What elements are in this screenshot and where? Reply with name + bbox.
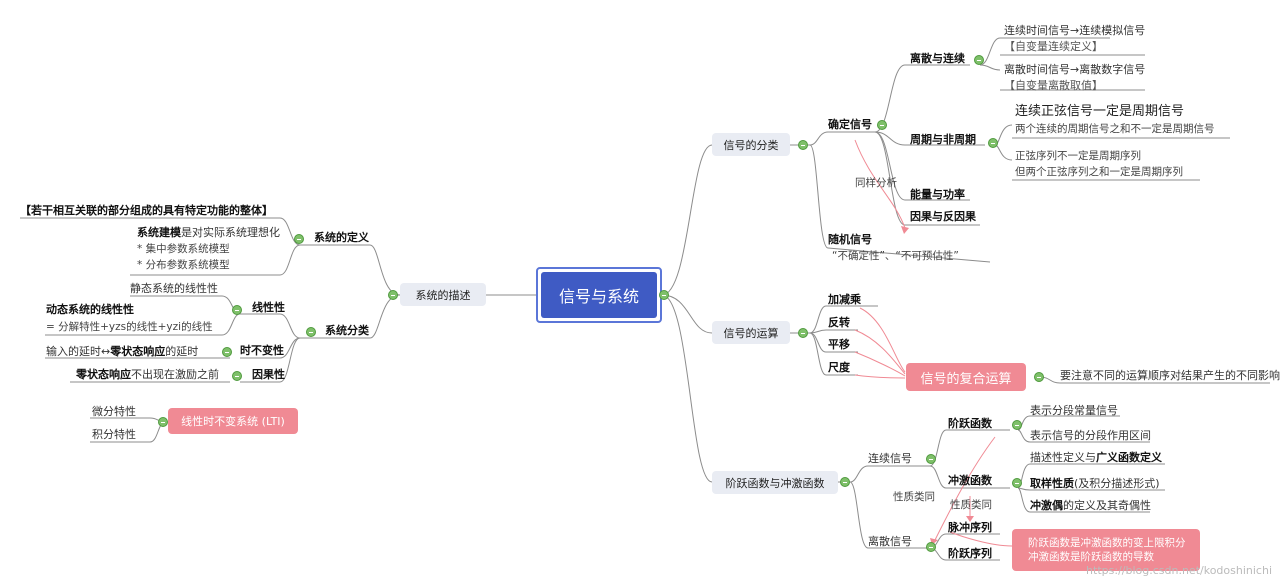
text-modeling-a: 系统建模 <box>137 226 181 239</box>
node-system-classification[interactable]: 系统分类 <box>325 324 369 337</box>
text-ti-a: 输入的延时↔ <box>46 345 111 358</box>
branch-signal-operations[interactable]: 信号的运算 <box>712 321 790 344</box>
node-deterministic-signal[interactable]: 确定信号 <box>828 118 872 131</box>
text-impulse-1: 描述性定义与广义函数定义 <box>1030 451 1162 465</box>
collapse-toggle-icon[interactable] <box>659 290 669 300</box>
note-line-1: 阶跃函数是冲激函数的变上限积分 <box>1028 537 1186 549</box>
watermark: https://blog.csdn.net/kodoshinichi <box>1086 564 1272 577</box>
collapse-toggle-icon[interactable] <box>974 55 984 65</box>
text-time-invariance-note: 输入的延时↔零状态响应的延时 <box>46 345 198 359</box>
text-continuous-var: 【自变量连续定义】 <box>1004 40 1103 53</box>
note-step-impulse-relation: 阶跃函数是冲激函数的变上限积分 冲激函数是阶跃函数的导数 <box>1012 529 1200 571</box>
text-periodic-2a: 正弦序列不一定是周期序列 <box>1015 150 1141 162</box>
node-pulse-sequence[interactable]: 脉冲序列 <box>948 521 992 534</box>
node-step-sequence[interactable]: 阶跃序列 <box>948 547 992 560</box>
note-line-2: 冲激函数是阶跃函数的导数 <box>1028 551 1154 563</box>
node-step-function[interactable]: 阶跃函数 <box>948 417 992 430</box>
text-static-linearity: 静态系统的线性性 <box>130 282 218 295</box>
collapse-toggle-icon[interactable] <box>388 290 398 300</box>
text-lumped-model: * 集中参数系统模型 <box>137 243 230 255</box>
node-system-definition[interactable]: 系统的定义 <box>314 231 369 244</box>
node-op-shift[interactable]: 平移 <box>828 338 850 351</box>
collapse-toggle-icon[interactable] <box>1012 420 1022 430</box>
node-causal[interactable]: 因果与反因果 <box>910 210 976 223</box>
node-causality[interactable]: 因果性 <box>252 368 285 381</box>
text-step-1: 表示分段常量信号 <box>1030 404 1118 417</box>
node-lti-system[interactable]: 线性时不变系统 (LTI) <box>168 408 298 434</box>
text-causality-note: 零状态响应不出现在激励之前 <box>76 368 219 382</box>
text-impulse-2a: 取样性质 <box>1030 477 1074 490</box>
node-random-signal[interactable]: 随机信号 <box>828 233 872 246</box>
text-impulse-1a: 描述性定义与 <box>1030 451 1096 464</box>
text-periodic-2b: 但两个正弦序列之和一定是周期序列 <box>1015 166 1183 178</box>
text-distributed-model: * 分布参数系统模型 <box>137 259 230 271</box>
node-periodic[interactable]: 周期与非周期 <box>910 133 976 146</box>
collapse-toggle-icon[interactable] <box>840 477 850 487</box>
text-dynamic-note: = 分解特性+yzs的线性+yzi的线性 <box>46 321 213 333</box>
branch-step-impulse[interactable]: 阶跃函数与冲激函数 <box>712 471 838 494</box>
text-integral: 积分特性 <box>92 428 136 441</box>
node-discrete-continuous[interactable]: 离散与连续 <box>910 52 965 65</box>
text-composite-note: 要注意不同的运算顺序对结果产生的不同影响 <box>1060 369 1280 382</box>
node-impulse-function[interactable]: 冲激函数 <box>948 474 992 487</box>
collapse-toggle-icon[interactable] <box>1012 478 1022 488</box>
relation-similar-1: 性质类同 <box>893 491 935 503</box>
text-causality-b: 不出现在激励之前 <box>131 368 219 381</box>
collapse-toggle-icon[interactable] <box>798 140 808 150</box>
node-op-add[interactable]: 加减乘 <box>828 293 861 306</box>
text-impulse-2b: (及积分描述形式) <box>1074 477 1160 490</box>
text-periodic-1b: 两个连续的周期信号之和不一定是周期信号 <box>1015 123 1215 135</box>
text-impulse-3a: 冲激偶 <box>1030 499 1063 512</box>
collapse-toggle-icon[interactable] <box>926 454 936 464</box>
collapse-toggle-icon[interactable] <box>232 371 242 381</box>
collapse-toggle-icon[interactable] <box>294 234 304 244</box>
text-discrete-var: 【自变量离散取值】 <box>1004 79 1103 92</box>
node-time-invariance[interactable]: 时不变性 <box>240 344 284 357</box>
text-differential: 微分特性 <box>92 405 136 418</box>
collapse-toggle-icon[interactable] <box>158 417 168 427</box>
node-linearity[interactable]: 线性性 <box>252 301 285 314</box>
text-causality-a: 零状态响应 <box>76 368 131 381</box>
text-impulse-3b: 的定义及其奇偶性 <box>1063 499 1151 512</box>
text-impulse-2: 取样性质(及积分描述形式) <box>1030 477 1160 491</box>
branch-system-description[interactable]: 系统的描述 <box>400 283 486 306</box>
node-energy-power[interactable]: 能量与功率 <box>910 188 965 201</box>
text-discrete-time: 离散时间信号→离散数字信号 <box>1004 63 1146 76</box>
text-continuous-time: 连续时间信号→连续模拟信号 <box>1004 24 1146 37</box>
text-ti-b: 零状态响应 <box>110 345 166 358</box>
text-modeling-b: 是对实际系统理想化 <box>181 226 280 239</box>
collapse-toggle-icon[interactable] <box>306 327 316 337</box>
node-op-reverse[interactable]: 反转 <box>828 316 850 329</box>
collapse-toggle-icon[interactable] <box>1034 372 1044 382</box>
branch-signal-classification[interactable]: 信号的分类 <box>712 133 790 156</box>
text-impulse-3: 冲激偶的定义及其奇偶性 <box>1030 499 1151 513</box>
node-continuous-signal[interactable]: 连续信号 <box>868 452 912 465</box>
text-periodic-1a: 连续正弦信号一定是周期信号 <box>1015 104 1185 119</box>
collapse-toggle-icon[interactable] <box>798 328 808 338</box>
node-op-scale[interactable]: 尺度 <box>828 361 850 374</box>
text-dynamic-linearity: 动态系统的线性性 <box>46 303 134 316</box>
relation-same-analysis: 同样分析 <box>855 177 897 189</box>
relation-similar-2: 性质类同 <box>950 499 992 511</box>
collapse-toggle-icon[interactable] <box>926 542 936 552</box>
collapse-toggle-icon[interactable] <box>988 138 998 148</box>
root-node[interactable]: 信号与系统 <box>536 267 662 323</box>
collapse-toggle-icon[interactable] <box>877 120 887 130</box>
text-random-note: “不确定性”、“不可预估性” <box>832 250 959 262</box>
text-modeling: 系统建模是对实际系统理想化 <box>137 226 280 240</box>
text-ti-c: 的延时 <box>165 345 199 358</box>
text-step-2: 表示信号的分段作用区间 <box>1030 429 1151 442</box>
node-composite-op[interactable]: 信号的复合运算 <box>906 363 1026 391</box>
text-system-quote: 【若干相互关联的部分组成的具有特定功能的整体】 <box>20 204 273 217</box>
collapse-toggle-icon[interactable] <box>232 305 242 315</box>
root-label: 信号与系统 <box>541 272 657 318</box>
collapse-toggle-icon[interactable] <box>222 347 232 357</box>
node-discrete-signal[interactable]: 离散信号 <box>868 535 912 548</box>
text-impulse-1b: 广义函数定义 <box>1096 451 1162 464</box>
